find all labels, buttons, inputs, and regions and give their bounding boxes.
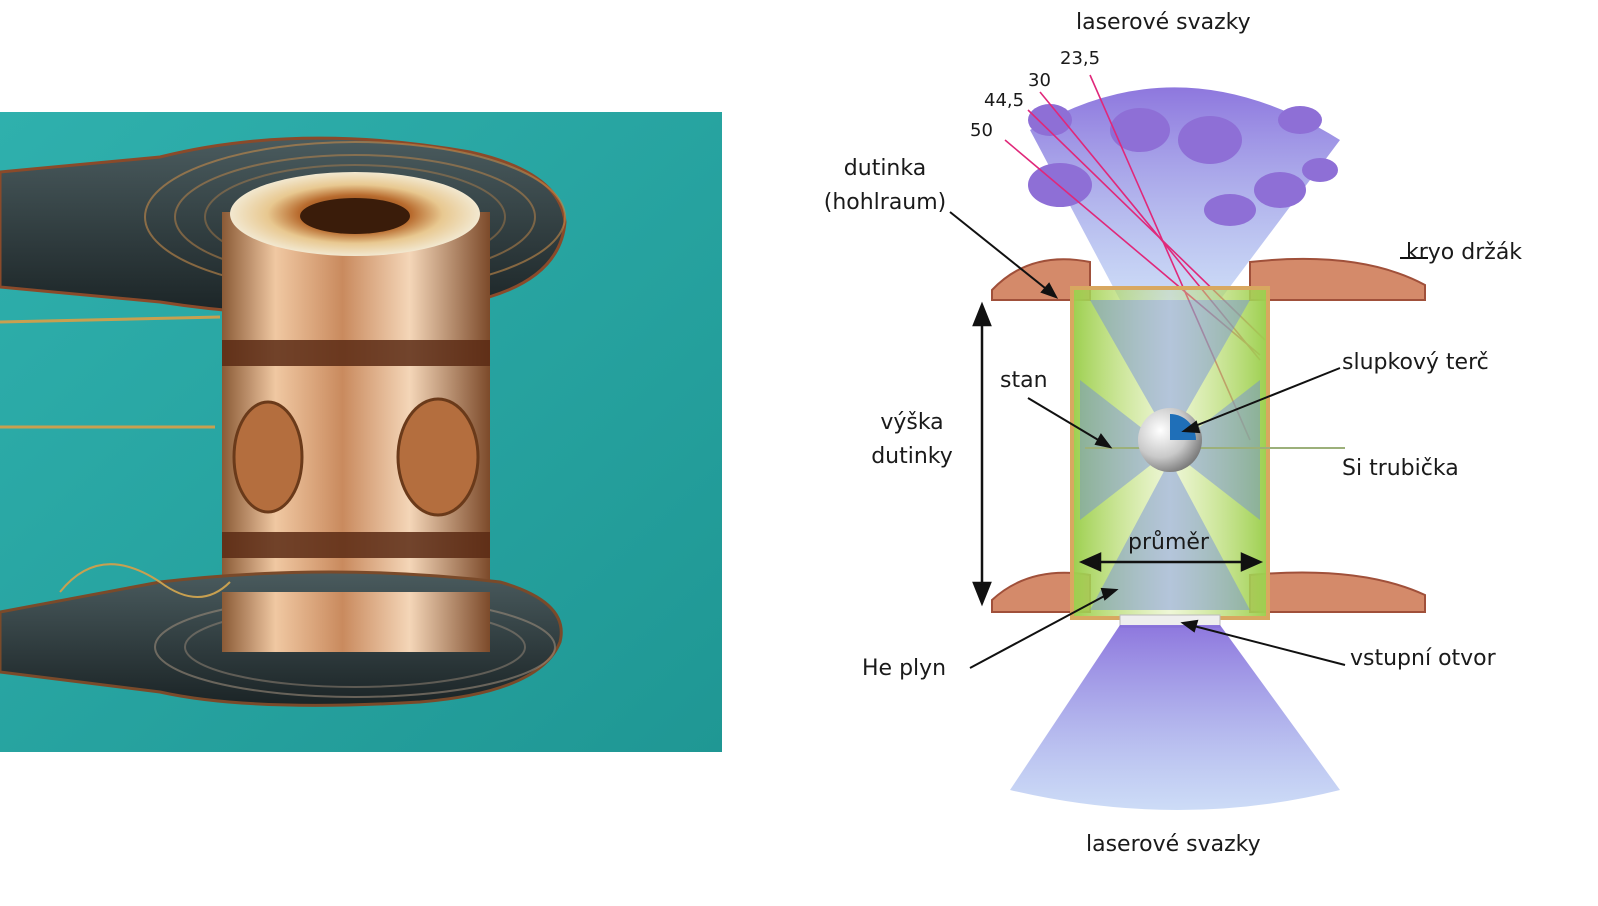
height-arrow [972,301,992,607]
capsule-label: slupkový terč [1342,350,1489,375]
hohlraum-height-line1: výška [880,410,944,435]
cryo-holder-bottom [991,571,1426,613]
angle-label-30: 30 [1028,70,1051,91]
diameter-label: průměr [1128,530,1209,555]
hohlraum-label-line2: (hohlraum) [823,190,947,216]
beams-bottom-label: laserové svazky [1086,832,1261,857]
angle-label-23-5: 23,5 [1060,48,1101,69]
angle-label-50: 50 [970,120,993,141]
he-gas-label: He plyn [862,656,947,681]
diameter-arrow [1078,552,1264,572]
left-window [232,400,304,514]
hohlraum-height-label: výška dutinky [860,410,964,471]
diagram-graphic [949,74,1428,810]
top-laser-beams [1028,87,1340,300]
bottom-laser-beams [1010,625,1340,810]
beams-top-label: laserové svazky [1076,10,1251,35]
leader-lines [949,211,1428,669]
angle-label-44-5: 44,5 [984,90,1025,111]
tent-label: stan [1000,368,1048,393]
hohlraum-label-line1: dutinka [843,156,927,181]
hohlraum-label: dutinka (hohlraum) [815,156,955,217]
hohlraum-height-line2: dutinky [871,444,953,470]
hohlraum-diagram: laserové svazky 23,5 30 44,5 50 dutinka … [760,0,1598,906]
cryo-holder-top [991,257,1426,301]
capsule [1138,408,1202,472]
cryo-holder-label: kryo držák [1406,240,1523,265]
entrance-hole-label: vstupní otvor [1350,646,1496,671]
hohlraum-photo [0,112,722,752]
inner-beams [1080,300,1260,610]
si-tube-label: Si trubička [1342,456,1459,481]
right-window [396,397,480,517]
